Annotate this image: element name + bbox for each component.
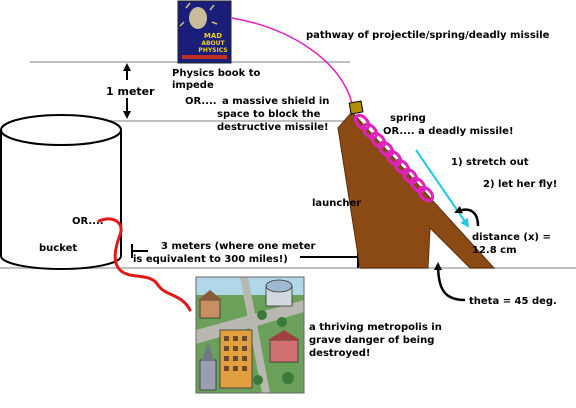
three-meters-label-line1: 3 meters (where one meter bbox=[161, 241, 315, 252]
bucket-label: bucket bbox=[39, 243, 77, 254]
city-label-line1: a thriving metropolis in bbox=[309, 322, 442, 333]
stretch-label: 1) stretch out bbox=[451, 157, 529, 168]
projectile-pathway bbox=[231, 17, 353, 104]
shield-label-line3: destructive missile! bbox=[217, 122, 329, 133]
book-or-label: OR.... bbox=[185, 96, 217, 107]
three-meters-label-line2: is equivalent to 300 miles!) bbox=[133, 254, 288, 265]
distance-arrow bbox=[454, 205, 480, 227]
city-label-line3: destroyed! bbox=[309, 348, 371, 359]
stretch-arrow bbox=[415, 149, 470, 228]
book-title-line1: MAD bbox=[204, 32, 222, 40]
bucket bbox=[0, 114, 122, 270]
physics-book: MAD ABOUT PHYSICS bbox=[177, 0, 232, 64]
spring bbox=[353, 113, 435, 203]
launcher-label: launcher bbox=[312, 198, 361, 209]
shield-label-line2: space to block the bbox=[217, 109, 321, 120]
book-title-line3: PHYSICS bbox=[198, 47, 227, 54]
red-wire bbox=[97, 217, 192, 312]
bucket-or-label: OR.... bbox=[72, 216, 104, 227]
book-title-line2: ABOUT bbox=[201, 40, 225, 47]
distance-label-line1: distance (x) = bbox=[472, 232, 551, 243]
book-label-line1: Physics book to bbox=[172, 68, 261, 79]
one-meter-label: 1 meter bbox=[106, 85, 155, 98]
shield-label-line1: a massive shield in bbox=[222, 96, 329, 107]
theta-arrow bbox=[434, 262, 466, 302]
city-label-line2: grave danger of being bbox=[309, 335, 434, 346]
missile-label: OR.... a deadly missile! bbox=[383, 126, 514, 137]
pathway-label: pathway of projectile/spring/deadly miss… bbox=[306, 30, 550, 41]
projectile-block bbox=[348, 100, 364, 115]
spring-label: spring bbox=[390, 113, 426, 124]
theta-label: theta = 45 deg. bbox=[469, 296, 557, 307]
city-illustration bbox=[195, 276, 305, 394]
book-label-line2: impede bbox=[172, 80, 214, 91]
fly-label: 2) let her fly! bbox=[483, 179, 557, 190]
distance-label-line2: 12.8 cm bbox=[472, 245, 517, 256]
